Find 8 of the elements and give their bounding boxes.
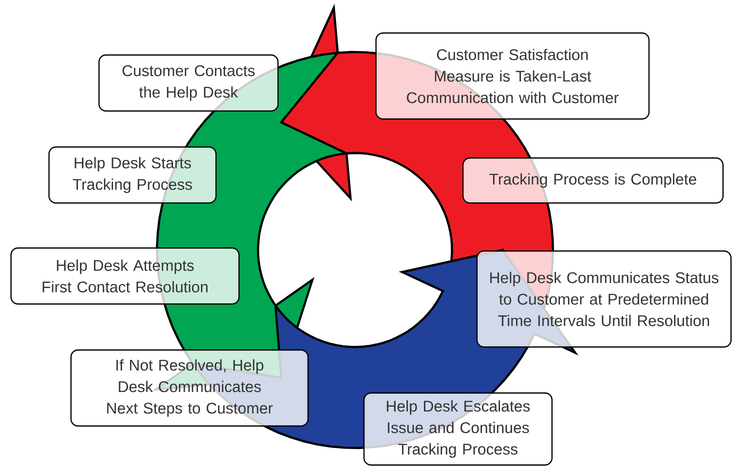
text-box: Help Desk Attempts First Contact Resolution xyxy=(10,247,240,305)
text-box: Customer Contacts the Help Desk xyxy=(98,54,279,112)
text-box: Help Desk Escalates Issue and Continues Tracking Process xyxy=(363,392,553,466)
text-box: If Not Resolved, Help Desk Communicates Next Steps to Customer xyxy=(70,349,309,427)
text-box: Help Desk Starts Tracking Process xyxy=(48,146,217,204)
text-box: Tracking Process is Complete xyxy=(462,157,724,204)
text-box: Customer Satisfaction Measure is Taken-Last Communication with Customer xyxy=(375,32,650,120)
text-box: Help Desk Communicates Status to Customer at Predetermined Time Intervals Until Resolution xyxy=(476,250,732,348)
